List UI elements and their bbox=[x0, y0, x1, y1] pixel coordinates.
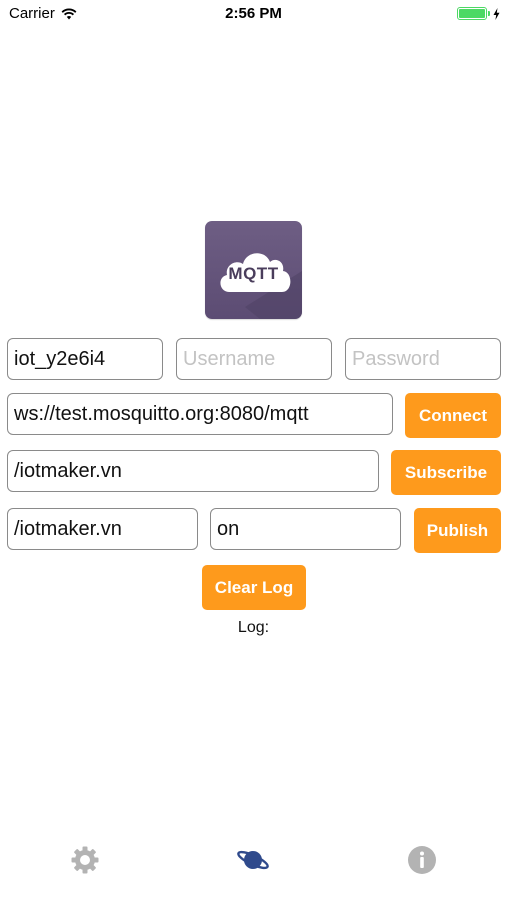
mqtt-logo: MQTT bbox=[205, 221, 302, 319]
info-icon bbox=[408, 846, 436, 874]
publish-topic-input[interactable] bbox=[7, 508, 198, 550]
battery-icon bbox=[457, 7, 490, 20]
battery-group bbox=[457, 7, 500, 20]
status-bar: Carrier 2:56 PM bbox=[0, 0, 507, 28]
tab-connection[interactable] bbox=[223, 845, 283, 900]
carrier-label: Carrier bbox=[9, 5, 55, 22]
wifi-icon bbox=[61, 8, 77, 19]
battery-level-fill bbox=[459, 9, 485, 18]
planet-icon bbox=[237, 850, 269, 870]
publish-button[interactable]: Publish bbox=[414, 508, 501, 553]
clear-log-button[interactable]: Clear Log bbox=[202, 565, 306, 610]
subscribe-topic-input[interactable] bbox=[7, 450, 379, 492]
tab-settings[interactable] bbox=[55, 845, 115, 900]
tab-info[interactable] bbox=[392, 845, 452, 900]
cloud-icon bbox=[220, 253, 302, 319]
username-input[interactable] bbox=[176, 338, 332, 380]
status-time: 2:56 PM bbox=[225, 5, 282, 22]
client-id-input[interactable] bbox=[7, 338, 163, 380]
log-label: Log: bbox=[237, 619, 270, 636]
publish-message-input[interactable] bbox=[210, 508, 401, 550]
broker-url-input[interactable] bbox=[7, 393, 393, 435]
password-input[interactable] bbox=[345, 338, 501, 380]
battery-tip bbox=[487, 11, 490, 16]
carrier-group: Carrier bbox=[9, 5, 77, 22]
subscribe-button[interactable]: Subscribe bbox=[391, 450, 501, 495]
connect-button[interactable]: Connect bbox=[405, 393, 501, 438]
logo-text: MQTT bbox=[228, 264, 279, 283]
gear-icon bbox=[71, 846, 99, 874]
charging-bolt-icon bbox=[493, 7, 500, 20]
tab-bar bbox=[0, 820, 507, 900]
